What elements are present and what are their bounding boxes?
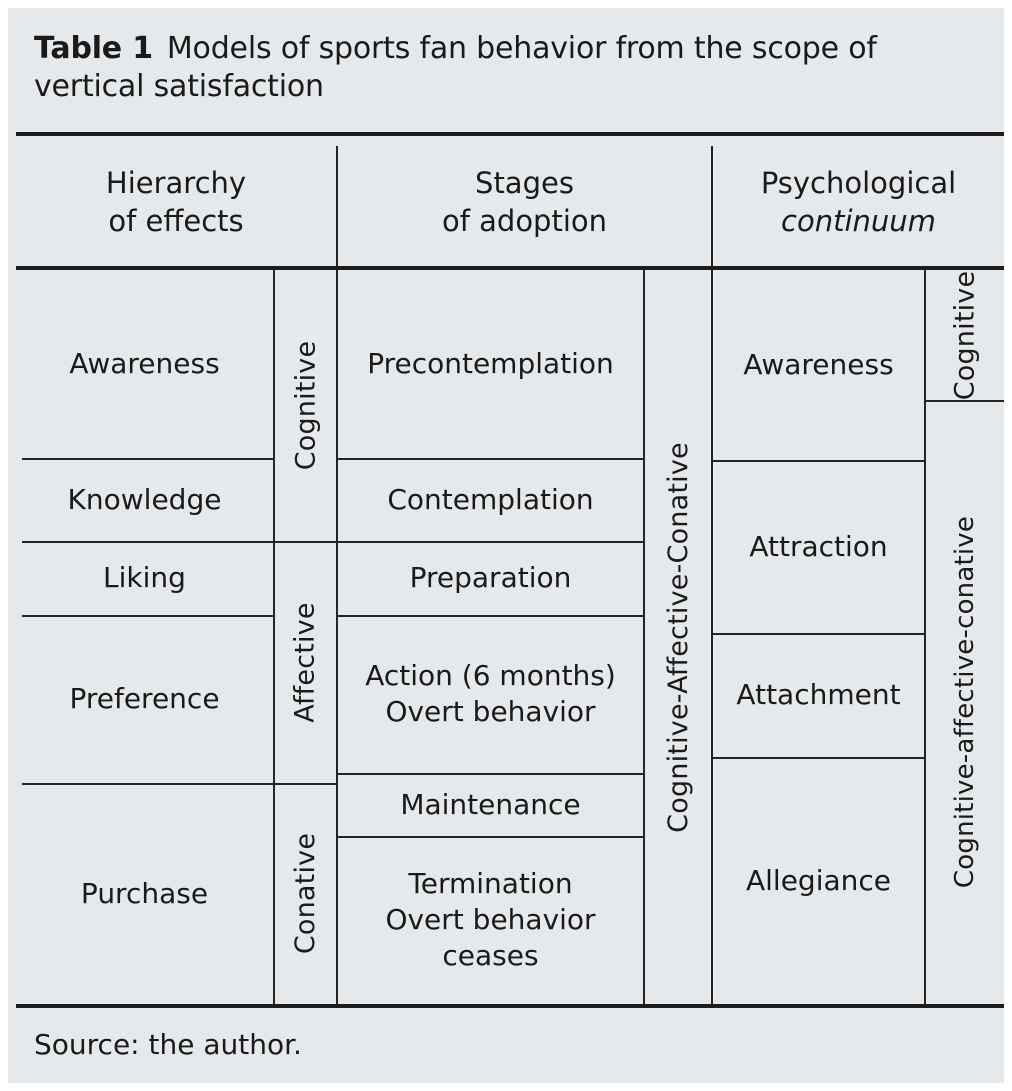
hierarchy-group-divider-right — [336, 270, 338, 1004]
cell-hierarchy-knowledge: Knowledge — [16, 458, 273, 541]
cell-hierarchy-preference-text: Preference — [69, 682, 220, 716]
table-top-rule — [16, 132, 1004, 136]
table-bottom-rule — [16, 1004, 1004, 1008]
cell-hierarchy-liking: Liking — [16, 541, 273, 615]
header-hierarchy-line2: of effects — [108, 204, 244, 238]
cell-adoption-precontemplation: Precontemplation — [338, 270, 643, 458]
group-label-cognitive-affective-conative-adoption: Cognitive-Affective-Conative — [645, 270, 711, 1004]
continuum-row-rule-3 — [713, 757, 924, 759]
group-label-conative-hierarchy-text: Conative — [290, 832, 321, 955]
cell-adoption-termination: Termination Overt behavior ceases — [338, 836, 643, 1004]
cell-continuum-awareness-text: Awareness — [743, 348, 894, 382]
cell-adoption-maintenance-text: Maintenance — [400, 787, 581, 821]
table-source-note: Source: the author. — [34, 1028, 302, 1061]
continuum-row-rule-2 — [713, 633, 924, 635]
hierarchy-row-rule-3 — [22, 615, 273, 617]
header-continuum-line1: Psychological — [760, 166, 957, 201]
cell-continuum-allegiance: Allegiance — [713, 757, 924, 1004]
hierarchy-row-rule-2 — [22, 541, 273, 543]
header-hierarchy-of-effects: Hierarchy of effects — [16, 140, 336, 266]
continuum-row-rule-1 — [713, 460, 924, 462]
group-label-cognitive-continuum: Cognitive — [926, 270, 1004, 400]
data-table: Hierarchy of effects Awareness Knowledge… — [16, 132, 1004, 1008]
cell-continuum-awareness: Awareness — [713, 270, 924, 460]
cell-hierarchy-liking-text: Liking — [103, 561, 186, 595]
adoption-group-divider-left — [643, 270, 645, 1004]
adoption-row-rule-2 — [338, 541, 643, 543]
hierarchy-group-divider-left — [273, 270, 275, 1004]
cell-hierarchy-awareness-text: Awareness — [69, 347, 220, 381]
cell-hierarchy-purchase-text: Purchase — [80, 876, 209, 910]
header-stages-line2: of adoption — [441, 204, 608, 238]
hierarchy-row-rule-1 — [22, 458, 273, 460]
cell-adoption-contemplation-text: Contemplation — [387, 482, 594, 516]
adoption-row-rule-1 — [338, 458, 643, 460]
hierarchy-group-rule-1 — [273, 541, 336, 543]
cell-adoption-termination-line1: Termination — [408, 867, 573, 901]
cell-hierarchy-awareness: Awareness — [16, 270, 273, 458]
group-label-cognitive-affective-conative-continuum: Cognitive-affective-conative — [926, 400, 1004, 1004]
header-continuum-line2: continuum — [781, 204, 936, 238]
header-stages-of-adoption: Stages of adoption — [338, 140, 711, 266]
group-label-cognitive-hierarchy-text: Cognitive — [290, 340, 322, 471]
cell-adoption-preparation: Preparation — [338, 541, 643, 615]
cell-continuum-attraction-text: Attraction — [749, 529, 888, 563]
cell-adoption-maintenance: Maintenance — [338, 773, 643, 836]
cell-continuum-allegiance-text: Allegiance — [745, 863, 892, 897]
group-label-cognitive-hierarchy: Cognitive — [275, 270, 336, 541]
group-label-affective-hierarchy: Affective — [275, 541, 336, 783]
group-label-affective-hierarchy-text: Affective — [290, 601, 322, 723]
hierarchy-group-rule-2 — [273, 783, 336, 785]
cell-adoption-preparation-text: Preparation — [409, 561, 572, 595]
cell-continuum-attraction: Attraction — [713, 460, 924, 633]
continuum-group-divider — [924, 270, 926, 1004]
cell-adoption-action: Action (6 months) Overt behavior — [338, 615, 643, 773]
cell-hierarchy-purchase: Purchase — [16, 783, 273, 1004]
caption-text: Models of sports fan behavior from the s… — [34, 31, 877, 105]
cell-adoption-termination-line2: Overt behavior — [385, 903, 596, 937]
cell-adoption-precontemplation-text: Precontemplation — [367, 347, 614, 381]
cell-adoption-contemplation: Contemplation — [338, 458, 643, 541]
cell-continuum-attachment: Attachment — [713, 633, 924, 757]
header-psychological-continuum: Psychological continuum — [713, 140, 1004, 266]
adoption-row-rule-3 — [338, 615, 643, 617]
cell-hierarchy-knowledge-text: Knowledge — [67, 482, 222, 516]
header-stages-line1: Stages — [475, 166, 574, 201]
caption-label: Table 1 — [34, 31, 153, 66]
group-label-cognitive-continuum-text: Cognitive — [949, 270, 981, 400]
header-hierarchy-line1: Hierarchy — [105, 166, 247, 201]
cell-adoption-action-line1: Action (6 months) — [365, 659, 616, 693]
adoption-row-rule-4 — [338, 773, 643, 775]
cell-adoption-termination-line3: ceases — [442, 938, 539, 972]
group-label-conative-hierarchy: Conative — [275, 783, 336, 1004]
header-divider-1 — [336, 146, 338, 266]
cell-continuum-attachment-text: Attachment — [736, 678, 901, 712]
group-label-cognitive-affective-conative-continuum-text: Cognitive-affective-conative — [950, 515, 980, 889]
header-bottom-rule — [16, 266, 1004, 270]
hierarchy-row-rule-4 — [22, 783, 273, 785]
continuum-group-rule-1 — [924, 400, 1004, 402]
adoption-row-rule-5 — [338, 836, 643, 838]
adoption-group-divider-right — [711, 270, 713, 1004]
cell-adoption-action-line2: Overt behavior — [385, 695, 596, 728]
cell-hierarchy-preference: Preference — [16, 615, 273, 783]
header-divider-2 — [711, 146, 713, 266]
group-label-cognitive-affective-conative-adoption-text: Cognitive-Affective-Conative — [662, 441, 694, 833]
table-source-text: Source: the author. — [34, 1028, 302, 1061]
